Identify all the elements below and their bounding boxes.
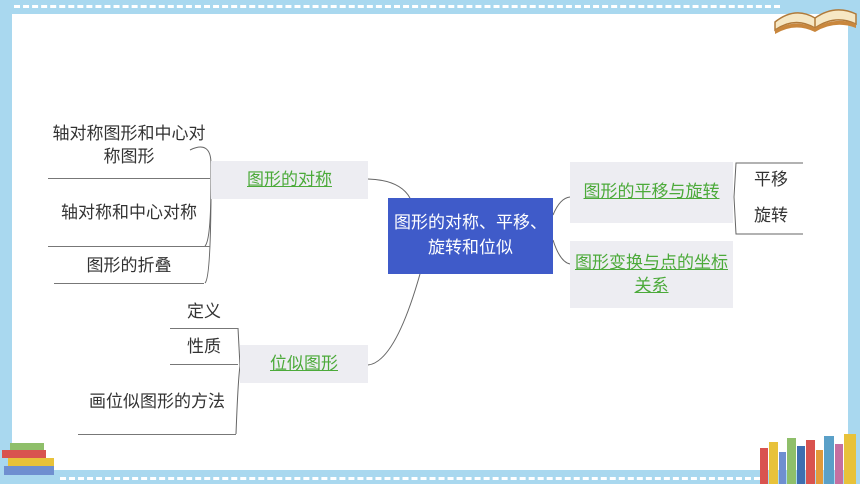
leaf-underline [48, 178, 210, 179]
leaf-translation: 平移 [754, 169, 788, 190]
leaf-definition: 定义 [187, 301, 221, 322]
leaf-underline [78, 434, 236, 435]
frame-dash-top [14, 5, 780, 8]
leaf-drawing-method: 画位似图形的方法 [89, 391, 225, 412]
branch-symmetry[interactable]: 图形的对称 [211, 161, 368, 199]
branch-similar-figures[interactable]: 位似图形 [240, 345, 368, 383]
leaf-folding: 图形的折叠 [86, 255, 172, 276]
book-stack-left-icon [2, 443, 54, 475]
frame-dash-bottom [60, 477, 760, 480]
open-book-icon [774, 9, 857, 34]
leaf-underline [48, 246, 210, 247]
book-shelf-right-icon [760, 434, 856, 484]
leaf-underline [170, 364, 238, 365]
branch-translate-rotate[interactable]: 图形的平移与旋转 [570, 162, 733, 223]
center-topic: 图形的对称、平移、旋转和位似 [388, 198, 553, 274]
leaf-underline [170, 328, 238, 329]
leaf-axial-central-symmetry: 轴对称和中心对称 [61, 202, 197, 223]
leaf-underline [54, 283, 204, 284]
leaf-properties: 性质 [187, 336, 221, 357]
branch-transform-coords[interactable]: 图形变换与点的坐标关系 [570, 241, 733, 308]
leaf-rotation: 旋转 [754, 205, 788, 226]
leaf-axial-central-figures: 轴对称图形和中心对称图形 [52, 124, 206, 167]
